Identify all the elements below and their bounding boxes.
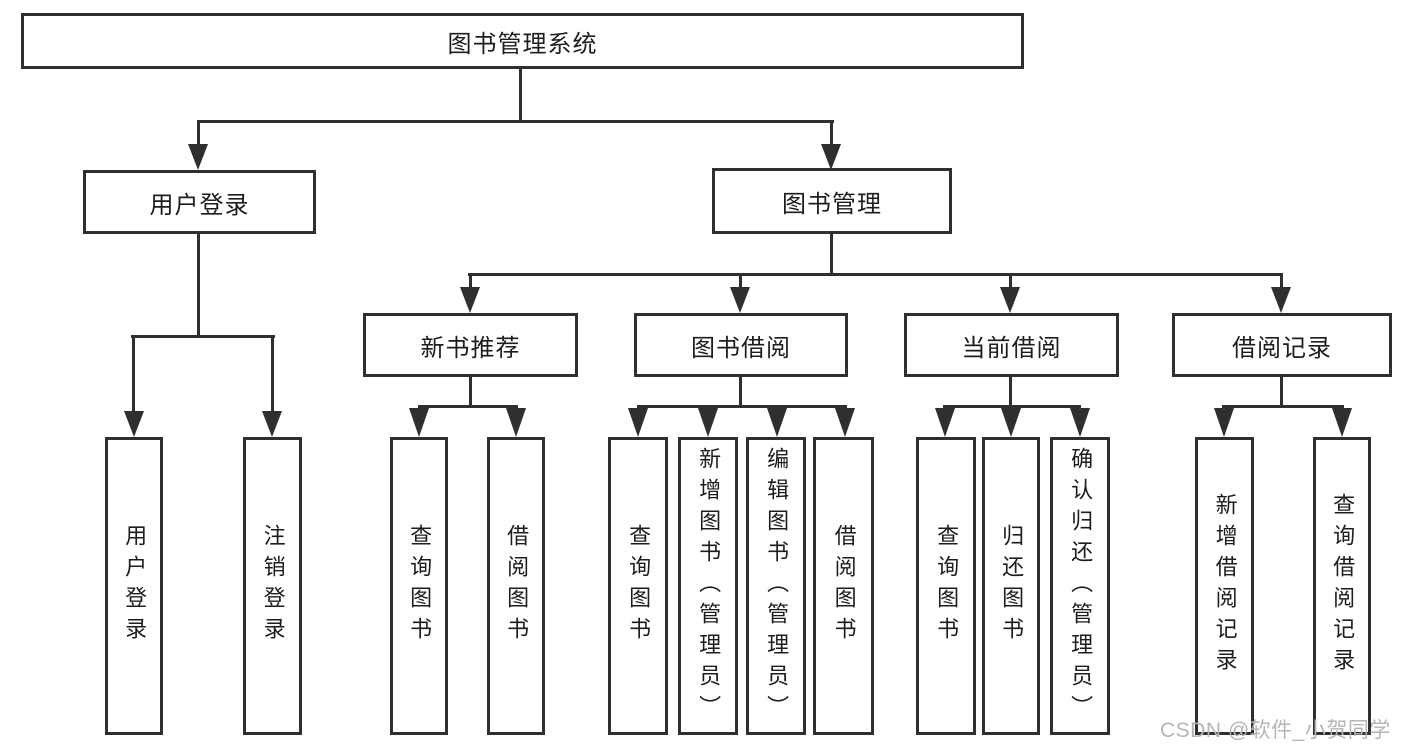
connector-stem-new-book [469,273,472,289]
connector-group4-branch [1222,405,1344,408]
connector-root-trunk [519,69,522,121]
leaf-add-books-admin-label: 新增图书（管理员） [696,446,722,726]
arrow-down-icon [460,287,480,313]
node-current-borrowing: 当前借阅 [904,313,1119,377]
leaf-user-login: 用户登录 [105,437,163,735]
leaf-query-books-recommend: 查询图书 [390,437,448,735]
connector-stem-leaf-logout [271,335,274,412]
leaf-confirm-return-admin-label: 确认归还（管理员） [1068,446,1094,726]
node-new-book-recommendation: 新书推荐 [363,313,578,377]
arrow-down-icon [767,408,787,437]
arrow-down-icon [1332,408,1352,437]
node-current-borrowing-label: 当前借阅 [961,334,1062,362]
connector-book-management-branch [468,273,1283,276]
leaf-query-books-borrowing-label: 查询图书 [626,524,652,648]
node-user-login: 用户登录 [83,170,316,234]
leaf-borrow-books-recommend: 借阅图书 [487,437,545,735]
leaf-edit-books-admin: 编辑图书（管理员） [746,437,806,735]
arrow-down-icon [698,408,718,437]
connector-stem-current-borrow [1009,273,1012,289]
connector-group4-trunk [1280,375,1283,407]
node-root-label: 图书管理系统 [447,30,598,58]
leaf-add-borrow-record-label: 新增借阅记录 [1212,493,1238,679]
leaf-logout-label: 注销登录 [260,524,286,648]
node-user-login-label: 用户登录 [149,191,250,219]
connector-stem-user-login [197,120,200,146]
connector-stem-book-borrow [739,273,742,289]
arrow-down-icon [262,411,282,437]
node-book-management: 图书管理 [712,168,952,234]
leaf-confirm-return-admin: 确认归还（管理员） [1050,437,1110,735]
connector-group3-trunk [1009,375,1012,407]
node-book-borrowing: 图书借阅 [634,313,848,377]
leaf-borrow-books-borrowing-label: 借阅图书 [831,524,857,648]
leaf-borrow-books-recommend-label: 借阅图书 [504,524,530,648]
arrow-down-icon [935,408,955,437]
arrow-down-icon [188,144,208,170]
arrow-down-icon [835,408,855,437]
leaf-query-books-current: 查询图书 [916,437,976,735]
connector-group2-branch [637,405,847,408]
arrow-down-icon [506,408,526,437]
arrow-down-icon [1070,408,1090,437]
leaf-add-books-admin: 新增图书（管理员） [678,437,738,735]
node-root: 图书管理系统 [21,13,1024,69]
node-new-book-recommendation-label: 新书推荐 [420,334,521,362]
arrow-down-icon [730,287,750,313]
connector-group1-trunk [469,375,472,407]
arrow-down-icon [1214,408,1234,437]
arrow-down-icon [409,408,429,437]
node-borrowing-records-label: 借阅记录 [1232,334,1332,362]
leaf-logout: 注销登录 [243,437,302,735]
leaf-query-borrow-record: 查询借阅记录 [1313,437,1371,735]
leaf-query-borrow-record-label: 查询借阅记录 [1330,493,1356,679]
leaf-user-login-label: 用户登录 [122,524,148,648]
connector-user-login-trunk [197,234,200,337]
leaf-borrow-books-borrowing: 借阅图书 [813,437,874,735]
leaf-query-books-current-label: 查询图书 [934,524,960,648]
leaf-add-borrow-record: 新增借阅记录 [1195,437,1254,735]
arrow-down-icon [1000,287,1020,313]
connector-group3-branch [943,405,1081,408]
leaf-return-books: 归还图书 [982,437,1040,735]
connector-root-branch [197,120,834,123]
leaf-edit-books-admin-label: 编辑图书（管理员） [764,446,790,726]
leaf-return-books-label: 归还图书 [999,524,1025,648]
arrow-down-icon [1271,287,1291,313]
arrow-down-icon [821,144,841,170]
arrow-down-icon [124,411,144,437]
connector-stem-leaf-login [132,335,135,412]
leaf-query-books-recommend-label: 查询图书 [407,524,433,648]
csdn-watermark: CSDN @软件_小贺同学 [1160,719,1391,742]
connector-group2-trunk [739,375,742,407]
arrow-down-icon [628,408,648,437]
arrow-down-icon [1001,408,1021,437]
node-book-management-label: 图书管理 [782,190,882,218]
leaf-query-books-borrowing: 查询图书 [608,437,668,735]
node-borrowing-records: 借阅记录 [1172,313,1392,377]
node-book-borrowing-label: 图书借阅 [691,334,791,362]
connector-stem-borrow-records [1280,273,1283,289]
connector-user-login-branch [131,335,275,338]
connector-group1-branch [418,405,518,408]
connector-stem-book-management [830,120,833,146]
connector-book-management-trunk [830,234,833,275]
